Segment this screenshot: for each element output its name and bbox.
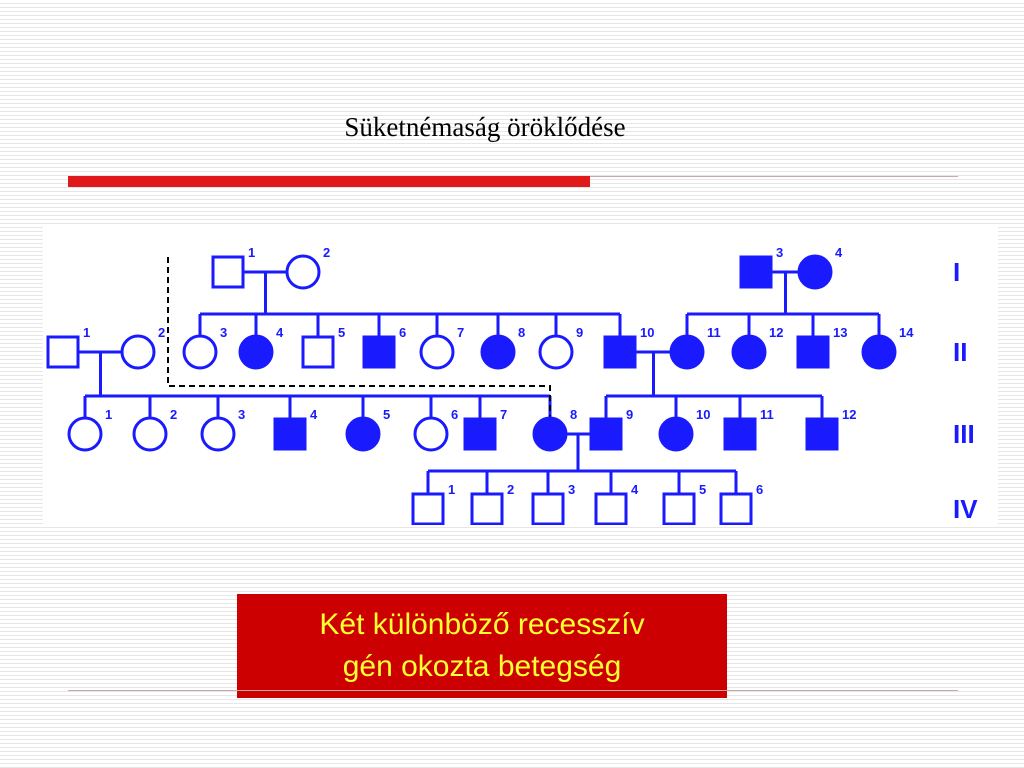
- individual-number: 12: [769, 325, 783, 340]
- individual-number: 6: [756, 482, 763, 497]
- individual-number: 13: [833, 325, 847, 340]
- male-affected-i-3: [739, 255, 773, 289]
- male-affected-iii-4: [273, 417, 307, 451]
- male-affected-ii-13: [796, 335, 830, 369]
- male-affected-ii-10: [603, 335, 637, 369]
- male-affected-ii-6: [362, 335, 396, 369]
- male-unaffected-iv-4: [594, 492, 628, 525]
- male-unaffected-iv-6: [719, 492, 753, 525]
- individual-number: 7: [500, 407, 507, 422]
- individual-number: 1: [105, 407, 112, 422]
- individual-number: 11: [760, 407, 774, 422]
- female-unaffected-ii-2: [120, 334, 156, 370]
- individual-number: 8: [518, 325, 525, 340]
- male-unaffected-iv-3: [531, 492, 565, 525]
- individual-number: 14: [899, 325, 914, 340]
- female-affected-iii-10: [658, 416, 694, 452]
- male-unaffected-iv-2: [470, 492, 504, 525]
- individual-number: 5: [699, 482, 706, 497]
- male-unaffected-i-1: [211, 255, 245, 289]
- accent-bar: [68, 176, 590, 187]
- individual-number: 9: [576, 325, 583, 340]
- female-affected-iii-8: [532, 416, 568, 452]
- male-unaffected-ii-1: [46, 335, 80, 369]
- generation-label: III: [953, 419, 975, 449]
- individual-number: 1: [448, 482, 455, 497]
- female-affected-ii-4: [238, 334, 274, 370]
- female-affected-ii-12: [731, 334, 767, 370]
- individual-number: 7: [457, 325, 464, 340]
- individual-number: 3: [776, 245, 783, 260]
- individual-number: 4: [631, 482, 639, 497]
- individual-number: 9: [626, 407, 633, 422]
- individual-number: 12: [842, 407, 856, 422]
- individual-number: 6: [399, 325, 406, 340]
- bottom-divider: [68, 690, 958, 691]
- female-affected-iii-5: [345, 416, 381, 452]
- female-affected-ii-11: [669, 334, 705, 370]
- female-unaffected-iii-2: [132, 416, 168, 452]
- individual-number: 2: [323, 245, 330, 260]
- individual-number: 10: [696, 407, 710, 422]
- male-affected-iii-7: [463, 417, 497, 451]
- individual-number: 5: [338, 325, 345, 340]
- individual-number: 4: [276, 325, 284, 340]
- male-affected-iii-9: [589, 417, 623, 451]
- individual-number: 2: [507, 482, 514, 497]
- individual-number: 8: [570, 407, 577, 422]
- individual-number: 4: [835, 245, 843, 260]
- female-unaffected-iii-3: [200, 416, 236, 452]
- individual-number: 2: [170, 407, 177, 422]
- individual-number: 3: [238, 407, 245, 422]
- female-unaffected-i-2: [285, 254, 321, 290]
- female-unaffected-ii-7: [419, 334, 455, 370]
- slide-title: Süketnémaság öröklődése: [344, 112, 626, 142]
- male-affected-iii-12: [805, 417, 839, 451]
- individual-number: 11: [707, 325, 721, 340]
- individual-number: 10: [640, 325, 654, 340]
- individual-number: 2: [158, 325, 165, 340]
- male-affected-iii-11: [723, 417, 757, 451]
- individual-number: 4: [310, 407, 318, 422]
- individual-number: 5: [383, 407, 390, 422]
- female-affected-ii-8: [480, 334, 516, 370]
- callout-line-1: Két különböző recesszív: [319, 608, 645, 641]
- female-unaffected-ii-3: [182, 334, 218, 370]
- female-affected-ii-14: [861, 334, 897, 370]
- individual-number: 1: [83, 325, 90, 340]
- generation-label: IV: [953, 494, 978, 524]
- individual-number: 6: [451, 407, 458, 422]
- generation-label: II: [953, 337, 967, 367]
- callout-line-2: gén okozta betegség: [342, 650, 622, 683]
- individual-number: 1: [248, 245, 255, 260]
- generation-label: I: [953, 257, 960, 287]
- female-affected-i-4: [797, 254, 833, 290]
- female-unaffected-iii-1: [67, 416, 103, 452]
- dashed-link-line: [167, 257, 551, 418]
- female-unaffected-ii-9: [538, 334, 574, 370]
- female-unaffected-iii-6: [413, 416, 449, 452]
- individual-number: 3: [220, 325, 227, 340]
- male-unaffected-iv-5: [662, 492, 696, 525]
- individual-number: 3: [568, 482, 575, 497]
- male-unaffected-iv-1: [411, 492, 445, 525]
- callout-box: Két különböző recesszív gén okozta beteg…: [237, 594, 727, 698]
- male-unaffected-ii-5: [301, 335, 335, 369]
